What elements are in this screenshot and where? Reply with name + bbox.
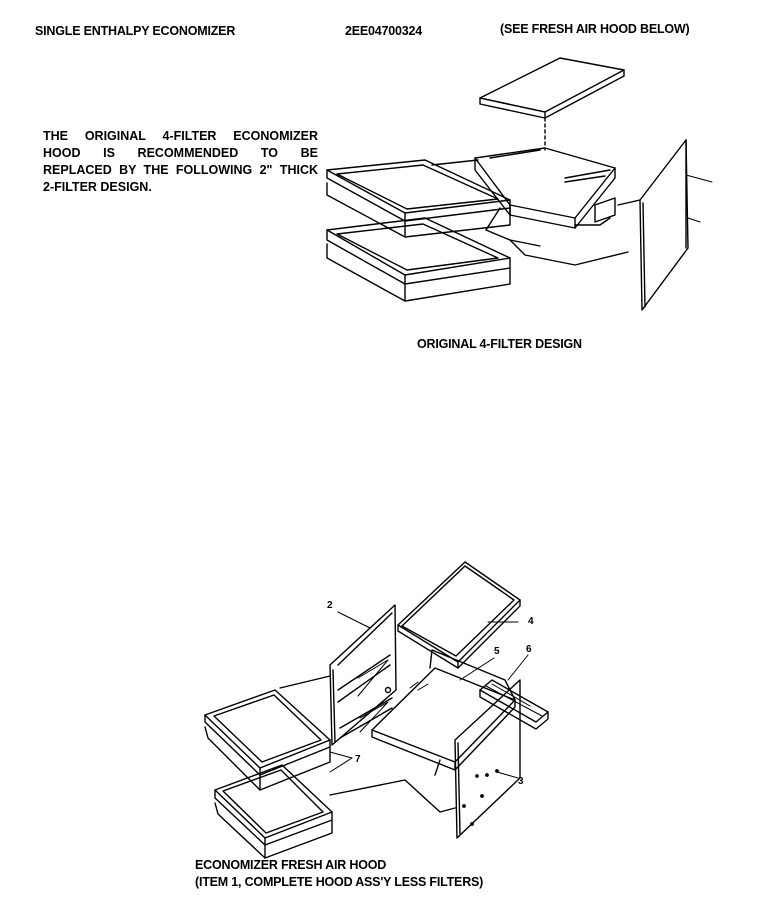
header-note: (SEE FRESH AIR HOOD BELOW) [500, 22, 690, 36]
hood-rail-bracket [479, 679, 549, 730]
hood-damper-tray [371, 649, 516, 771]
part-number: 2EE04700324 [345, 24, 423, 38]
callout-6: 6 [526, 644, 532, 655]
fresh-air-hood-subcaption: (ITEM 1, COMPLETE HOOD ASS'Y LESS FILTER… [195, 875, 484, 889]
hood-filter-pair [204, 689, 333, 859]
fresh-air-hood-caption: ECONOMIZER FRESH AIR HOOD [195, 858, 387, 872]
lower-filter-pair [326, 217, 511, 302]
notice-line-1: THE ORIGINAL 4-FILTER ECONOMIZER [43, 129, 318, 143]
notice-line-3: REPLACED BY THE FOLLOWING 2" THICK [43, 163, 318, 177]
callout-2: 2 [327, 600, 333, 611]
hood-top-cover [397, 561, 521, 669]
notice-line-4: 2-FILTER DESIGN. [43, 180, 152, 194]
callout-leaders [329, 611, 529, 779]
side-panel [617, 139, 713, 311]
economizer-title: SINGLE ENTHALPY ECONOMIZER [35, 24, 236, 38]
original-design-caption: ORIGINAL 4-FILTER DESIGN [417, 337, 582, 351]
callout-5: 5 [494, 646, 500, 657]
replacement-notice: THE ORIGINAL 4-FILTER ECONOMIZER HOOD IS… [43, 128, 318, 196]
top-cover-plate [479, 57, 625, 119]
callout-4: 4 [528, 616, 534, 627]
hood-side-panel [329, 604, 397, 746]
damper-tray [474, 147, 616, 229]
callout-7: 7 [355, 754, 361, 765]
notice-line-2: HOOD IS RECOMMENDED TO BE [43, 146, 318, 160]
callout-numbers: 2 4 5 6 7 3 [327, 600, 534, 787]
fresh-air-hood-assembly [204, 561, 549, 859]
hood-front-panel [454, 679, 521, 839]
callout-3: 3 [518, 776, 524, 787]
upper-filter-pair [326, 159, 511, 238]
original-4-filter-hood [326, 57, 713, 311]
